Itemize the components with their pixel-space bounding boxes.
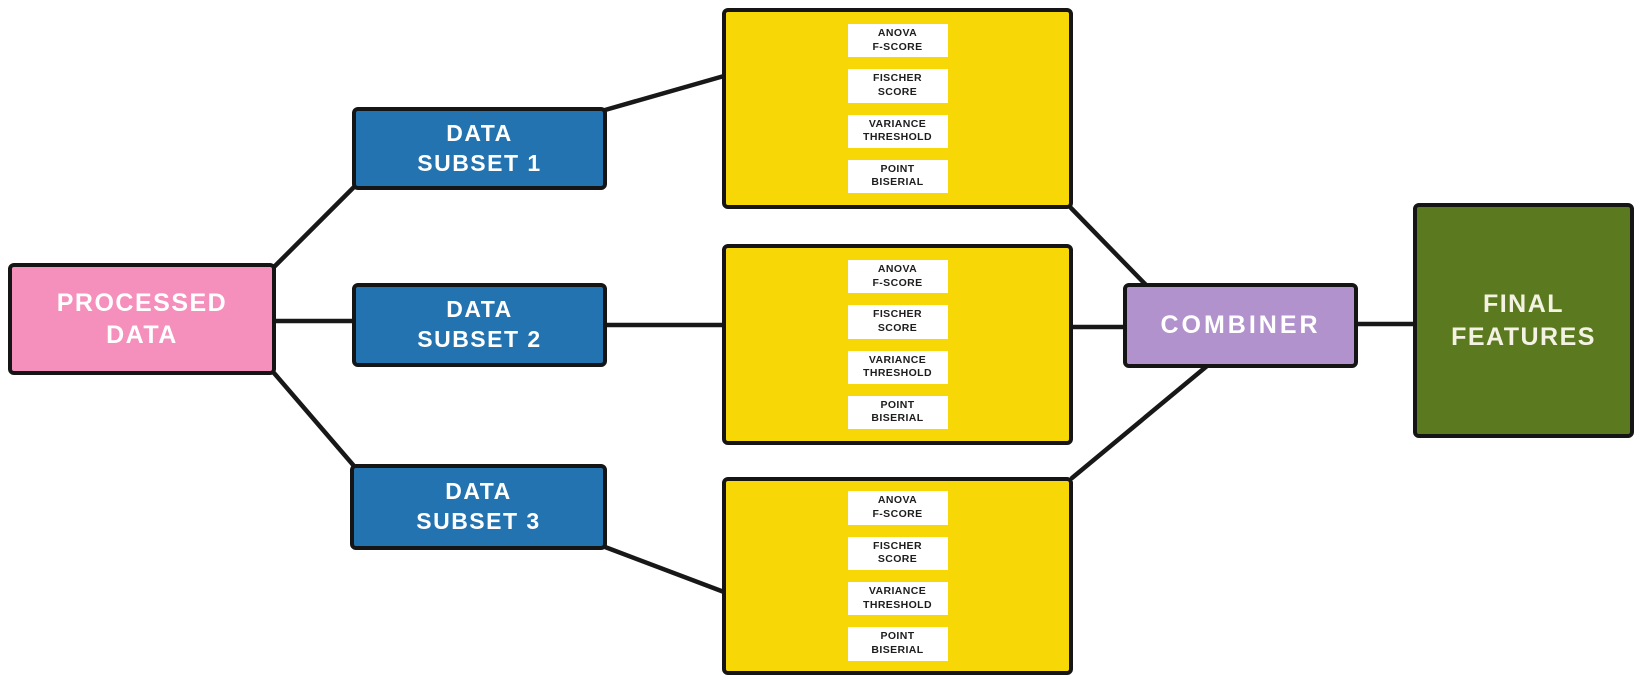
chip-label: SCORE (877, 85, 918, 98)
node-final-features: FINAL FEATURES (1413, 203, 1634, 438)
node-label: SUBSET 3 (416, 508, 541, 534)
filter-chip-anova-f-score: ANOVA F-SCORE (847, 259, 948, 294)
node-label: SUBSET 2 (417, 326, 542, 352)
filter-chip-anova-f-score: ANOVA F-SCORE (847, 491, 948, 525)
filter-chip-variance-threshold: VARIANCE THRESHOLD (847, 114, 948, 148)
edge-combiner-to-filters3 (1069, 363, 1210, 481)
chip-label: THRESHOLD (863, 367, 932, 380)
node-label: PROCESSED (56, 288, 228, 317)
chip-label: BISERIAL (871, 176, 924, 189)
filter-chip-variance-threshold: VARIANCE THRESHOLD (847, 350, 948, 384)
node-filter-block-2: ANOVA F-SCORE FISCHER SCORE VARIANCE THR… (722, 244, 1073, 445)
edge-filters1-to-combiner (1068, 205, 1149, 288)
filter-chip-anova-f-score: ANOVA F-SCORE (847, 23, 948, 58)
filter-chip-fischer-score: FISCHER SCORE (847, 536, 948, 570)
filter-chip-fischer-score: FISCHER SCORE (847, 69, 948, 103)
edge-processed-to-subset1 (271, 184, 357, 270)
node-label: FEATURES (1451, 322, 1596, 351)
chip-label: FISCHER (873, 308, 922, 321)
node-label: DATA (445, 478, 512, 505)
chip-label: ANOVA (877, 494, 918, 507)
filter-chip-point-biserial: POINT BISERIAL (847, 159, 948, 194)
chip-label: VARIANCE (868, 117, 927, 130)
node-label: DATA (106, 321, 178, 349)
node-processed-data: PROCESSED DATA (8, 263, 276, 375)
filter-chip-fischer-score: FISCHER SCORE (847, 305, 948, 339)
node-filter-block-3: ANOVA F-SCORE FISCHER SCORE VARIANCE THR… (722, 477, 1073, 675)
chip-label: THRESHOLD (863, 131, 932, 144)
filter-chip-point-biserial: POINT BISERIAL (847, 395, 948, 430)
node-combiner: COMBINER (1123, 283, 1358, 368)
edge-subset3-to-filters3 (602, 544, 727, 595)
chip-label: FISCHER (873, 72, 922, 85)
filter-chip-point-biserial: POINT BISERIAL (847, 627, 948, 661)
chip-label: F-SCORE (872, 276, 923, 289)
chip-label: SCORE (877, 321, 918, 334)
chip-label: POINT (880, 630, 915, 643)
chip-label: POINT (880, 162, 915, 175)
edge-subset1-to-filters1 (602, 73, 727, 113)
node-data-subset-2: DATA SUBSET 2 (352, 283, 607, 367)
chip-label: F-SCORE (872, 40, 923, 53)
chip-label: ANOVA (877, 262, 918, 275)
chip-label: VARIANCE (868, 353, 927, 366)
chip-label: FISCHER (873, 539, 922, 552)
node-data-subset-1: DATA SUBSET 1 (352, 107, 607, 190)
node-filter-block-1: ANOVA F-SCORE FISCHER SCORE VARIANCE THR… (722, 8, 1073, 209)
filter-chip-variance-threshold: VARIANCE THRESHOLD (847, 582, 948, 616)
node-label: SUBSET 1 (417, 149, 542, 176)
chip-label: BISERIAL (871, 412, 924, 425)
node-label: DATA (446, 296, 513, 323)
node-data-subset-3: DATA SUBSET 3 (350, 464, 607, 550)
node-label: COMBINER (1160, 311, 1321, 340)
chip-label: VARIANCE (868, 585, 927, 597)
chip-label: ANOVA (877, 26, 918, 39)
chip-label: F-SCORE (872, 508, 923, 521)
edge-processed-to-subset3 (271, 370, 357, 469)
chip-label: BISERIAL (871, 643, 924, 656)
chip-label: POINT (880, 398, 915, 411)
node-label: DATA (446, 119, 513, 146)
chip-label: SCORE (877, 553, 918, 566)
chip-label: THRESHOLD (863, 598, 932, 611)
node-label: FINAL (1482, 290, 1565, 318)
